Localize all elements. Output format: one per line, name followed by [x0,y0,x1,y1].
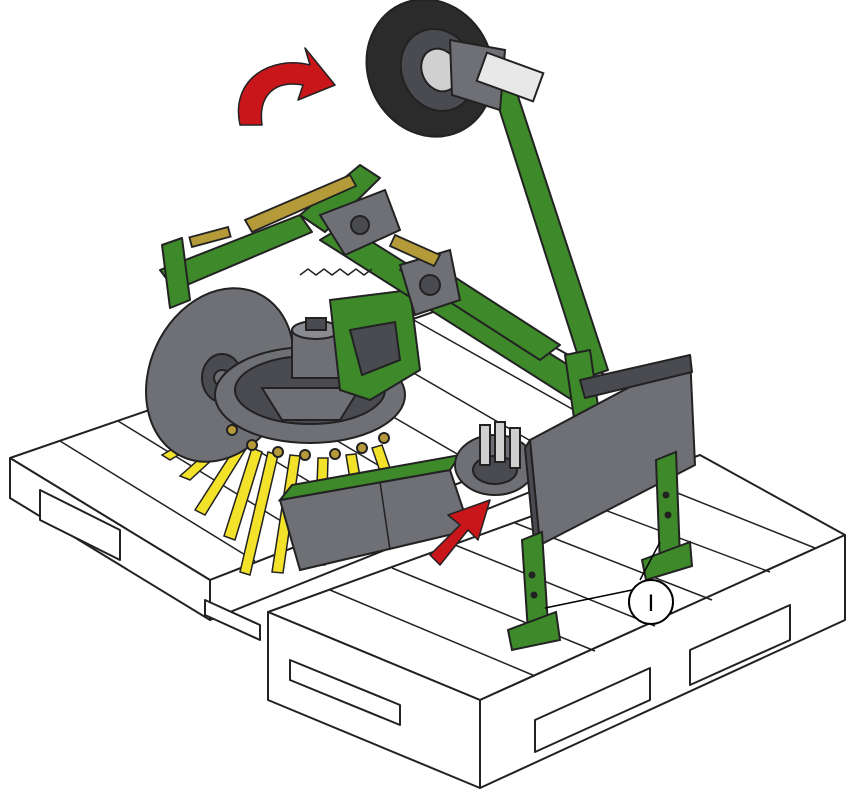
hose-coupling [454,421,536,496]
pallet-front [267,454,846,789]
callout-circle [628,579,674,625]
callout-label: I [648,590,655,617]
rotor-bracket [328,288,422,402]
tension-spring [299,268,373,276]
mounting-plate [524,354,696,553]
transport-wheel [365,0,545,138]
callout-legs: I [544,541,674,625]
top-link [188,173,442,268]
frame-brackets [318,188,462,317]
rotation-arrow-icon [237,47,336,126]
insertion-arrow-icon [429,499,491,566]
support-legs [506,450,694,652]
